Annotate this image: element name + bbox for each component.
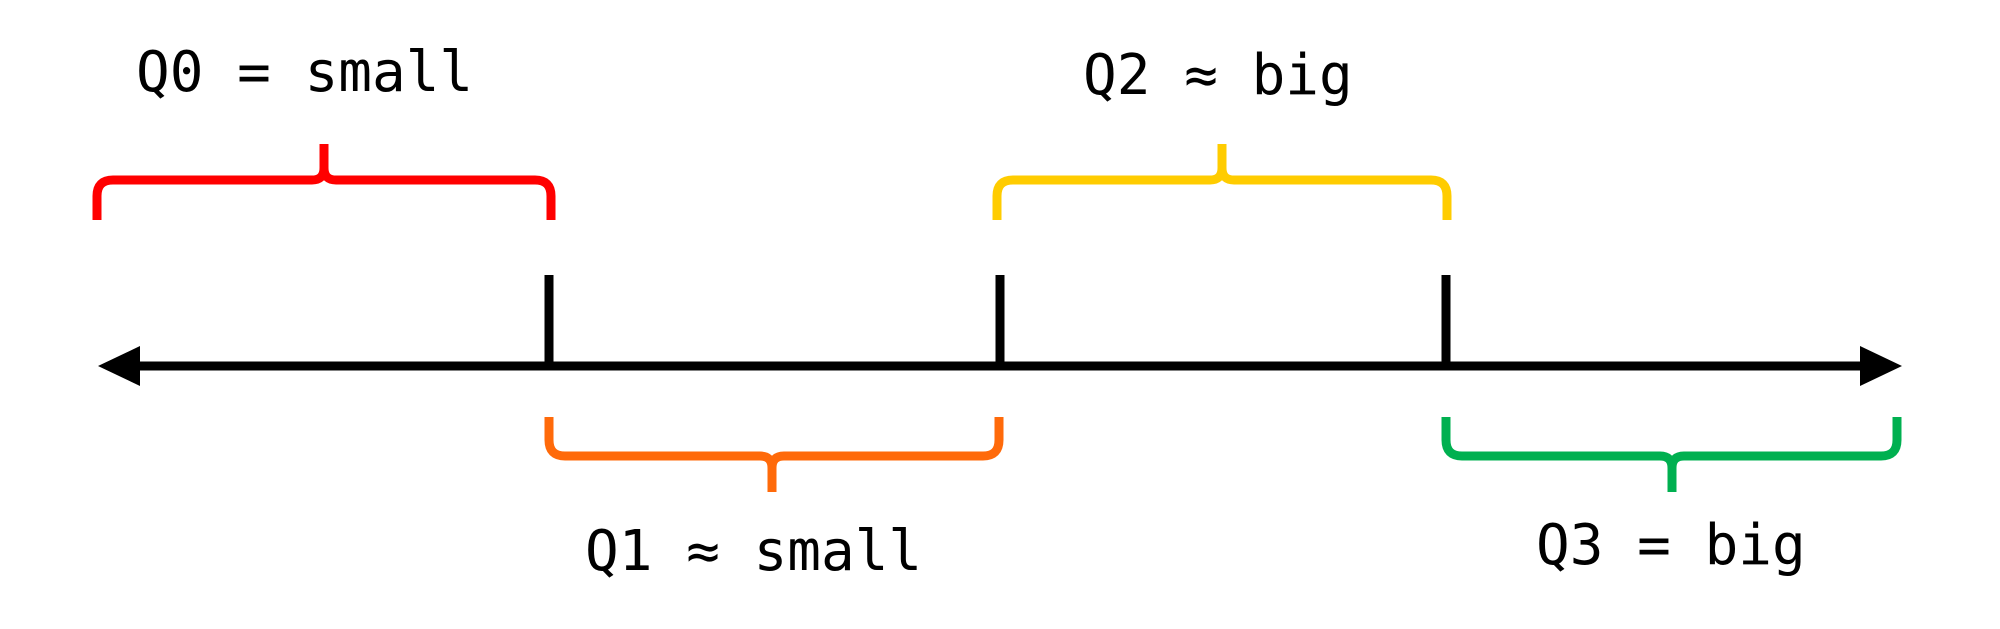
q3-brace — [1441, 417, 1902, 492]
right-arrowhead-icon — [1860, 346, 1902, 386]
q0-brace — [92, 144, 556, 220]
q3-label: Q3 = big — [1536, 513, 1806, 578]
q1-brace — [544, 417, 1004, 492]
left-arrowhead-icon — [98, 346, 140, 386]
q2-label: Q2 ≈ big — [1083, 43, 1353, 108]
q2-brace — [992, 144, 1452, 220]
q1-label: Q1 ≈ small — [585, 519, 923, 584]
q0-label: Q0 = small — [136, 40, 474, 105]
